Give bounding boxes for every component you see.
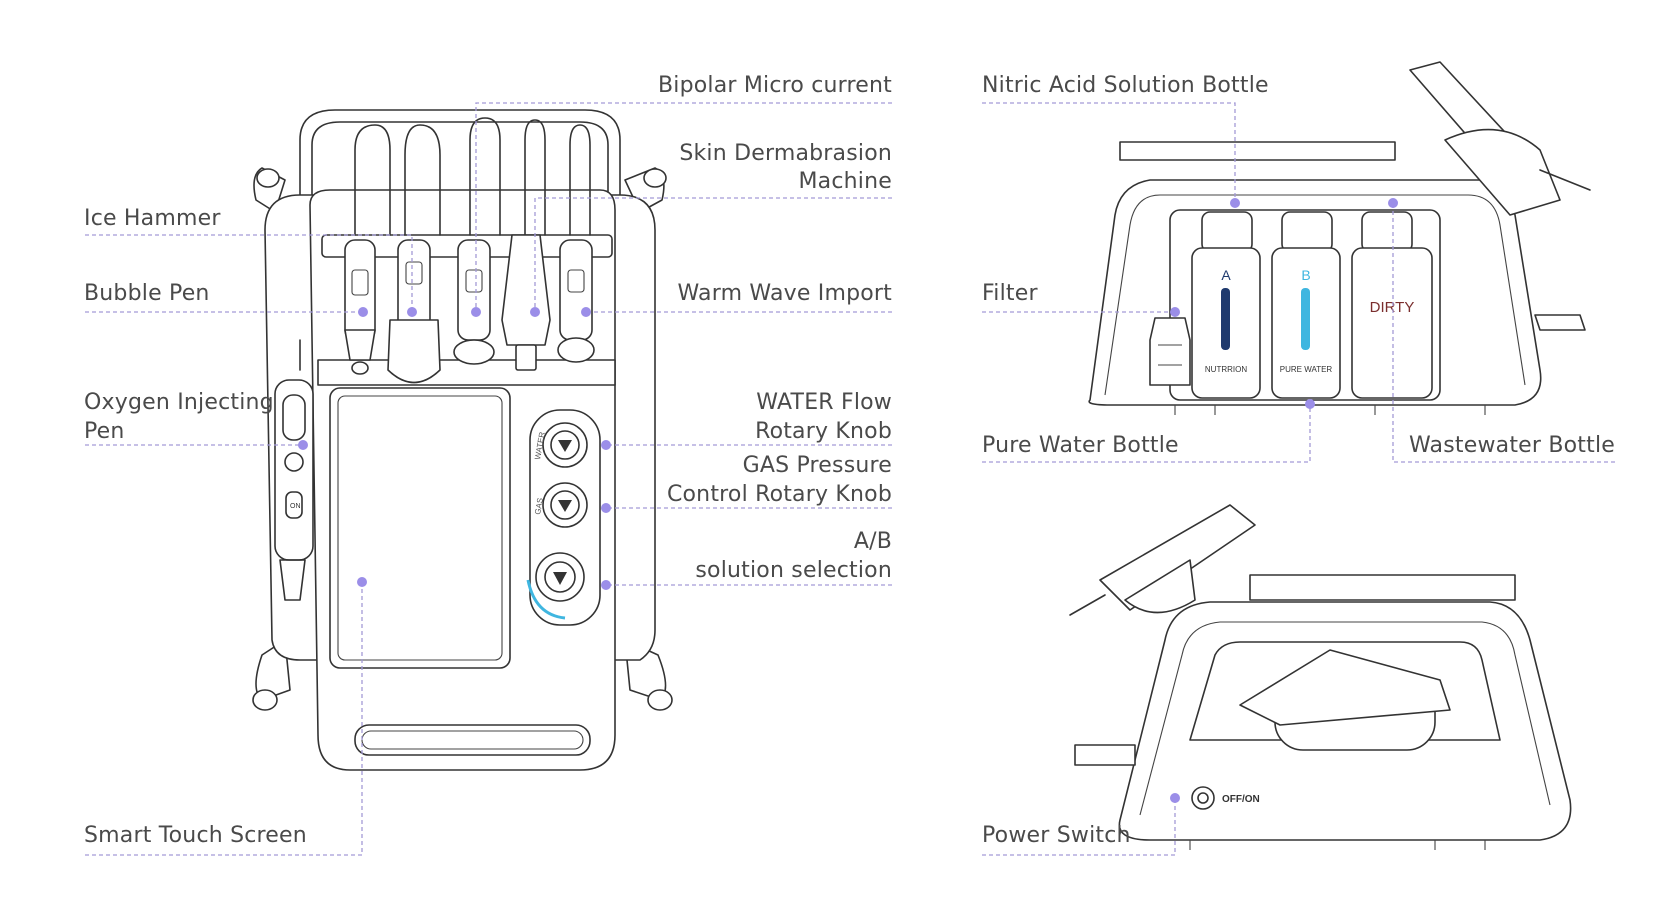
filter — [1149, 317, 1191, 386]
wheel-top-right — [624, 167, 667, 213]
bottle-a: A NUTRRION — [1191, 247, 1261, 399]
handpiece-ice-hammer[interactable] — [387, 239, 441, 384]
ab-selection-knob[interactable] — [526, 552, 585, 620]
power-switch-label: OFF/ON — [1222, 794, 1260, 805]
label-water-flow-line1: WATER Flow — [756, 390, 892, 415]
bottle-b-name: PURE WATER — [1280, 365, 1333, 374]
handpiece-skin-dermabrasion[interactable] — [501, 234, 551, 371]
top-device: A NUTRRION B PURE WATER DIRTY — [1088, 61, 1591, 415]
bottle-b: B PURE WATER — [1271, 247, 1341, 399]
label-skin-dermabrasion-line2: Machine — [798, 169, 892, 194]
label-gas-pressure-line2: Control Rotary Knob — [666, 482, 892, 507]
label-skin-dermabrasion-line1: Skin Dermabrasion — [679, 141, 892, 166]
label-oxygen-pen-line1: Oxygen Injecting — [84, 390, 274, 415]
handpiece-bipolar[interactable] — [453, 239, 495, 365]
label-ab-line2: solution selection — [695, 558, 892, 583]
label-bubble-pen: Bubble Pen — [84, 281, 210, 306]
bottle-a-letter: A — [1221, 267, 1231, 283]
label-gas-pressure-line1: GAS Pressure — [742, 453, 892, 478]
label-oxygen-pen-line2: Pen — [84, 419, 125, 444]
label-warm-wave-import: Warm Wave Import — [677, 281, 892, 306]
bottom-handpiece — [1069, 504, 1256, 616]
label-pure-water-bottle: Pure Water Bottle — [982, 433, 1179, 458]
label-nitric-acid-bottle: Nitric Acid Solution Bottle — [982, 73, 1269, 98]
gas-knob[interactable]: GAS — [533, 482, 588, 528]
label-ab-line1: A/B — [853, 529, 892, 554]
label-wastewater-bottle: Wastewater Bottle — [1409, 433, 1615, 458]
front-device: WATER GAS — [252, 109, 673, 771]
top-handpiece — [1409, 61, 1591, 216]
power-switch[interactable]: OFF/ON — [1191, 786, 1260, 810]
gas-knob-label: GAS — [533, 497, 545, 515]
bottle-b-letter: B — [1301, 267, 1310, 283]
bottle-a-name: NUTRRION — [1205, 365, 1247, 374]
handpiece-warm-wave[interactable] — [557, 239, 595, 363]
label-power-switch: Power Switch — [982, 823, 1131, 848]
callouts — [85, 102, 1615, 856]
label-smart-touch-screen: Smart Touch Screen — [84, 823, 307, 848]
label-ice-hammer: Ice Hammer — [84, 206, 221, 231]
pen-button-label: ON — [290, 503, 301, 510]
touch-screen[interactable] — [329, 387, 511, 669]
label-bipolar-micro-current: Bipolar Micro current — [657, 73, 892, 98]
label-filter: Filter — [982, 281, 1038, 306]
handpiece-oxygen-pen[interactable]: ON — [274, 339, 314, 601]
label-water-flow-line2: Rotary Knob — [755, 419, 892, 444]
handpiece-bubble[interactable] — [344, 239, 376, 375]
bottle-dirty-label: DIRTY — [1370, 299, 1415, 316]
bottom-device: OFF/ON — [1069, 504, 1572, 850]
bottle-dirty: DIRTY — [1351, 247, 1433, 399]
